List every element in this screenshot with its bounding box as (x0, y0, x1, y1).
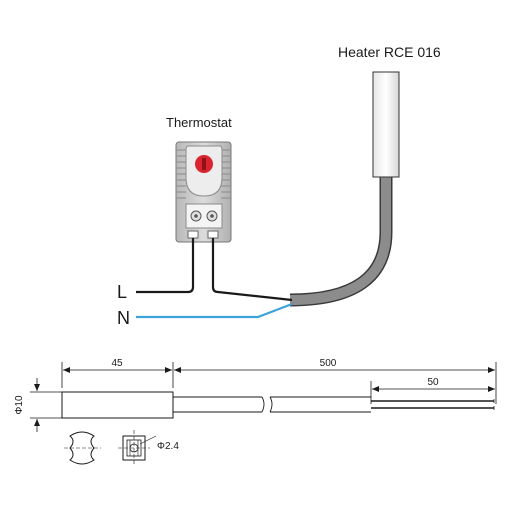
wire-n-label: N (117, 308, 130, 328)
wire-l (136, 238, 293, 302)
heater-cable (289, 175, 393, 307)
dim-label-45: 45 (111, 358, 123, 369)
heater-body (372, 71, 400, 178)
heater-label: Heater RCE 016 (338, 44, 441, 60)
dimension-drawing (30, 362, 497, 466)
thermostat-label: Thermostat (166, 115, 232, 130)
dim-label-50: 50 (427, 377, 439, 388)
dim-label-diameter: Φ10 (14, 395, 25, 415)
wire-l-label: L (117, 282, 127, 302)
thermostat (175, 141, 232, 243)
dim-label-500: 500 (320, 358, 337, 369)
wire-n (136, 302, 293, 319)
dim-label-hole: Φ2.4 (157, 441, 179, 452)
bracket-icon (118, 430, 157, 466)
sensor-body (61, 391, 174, 419)
